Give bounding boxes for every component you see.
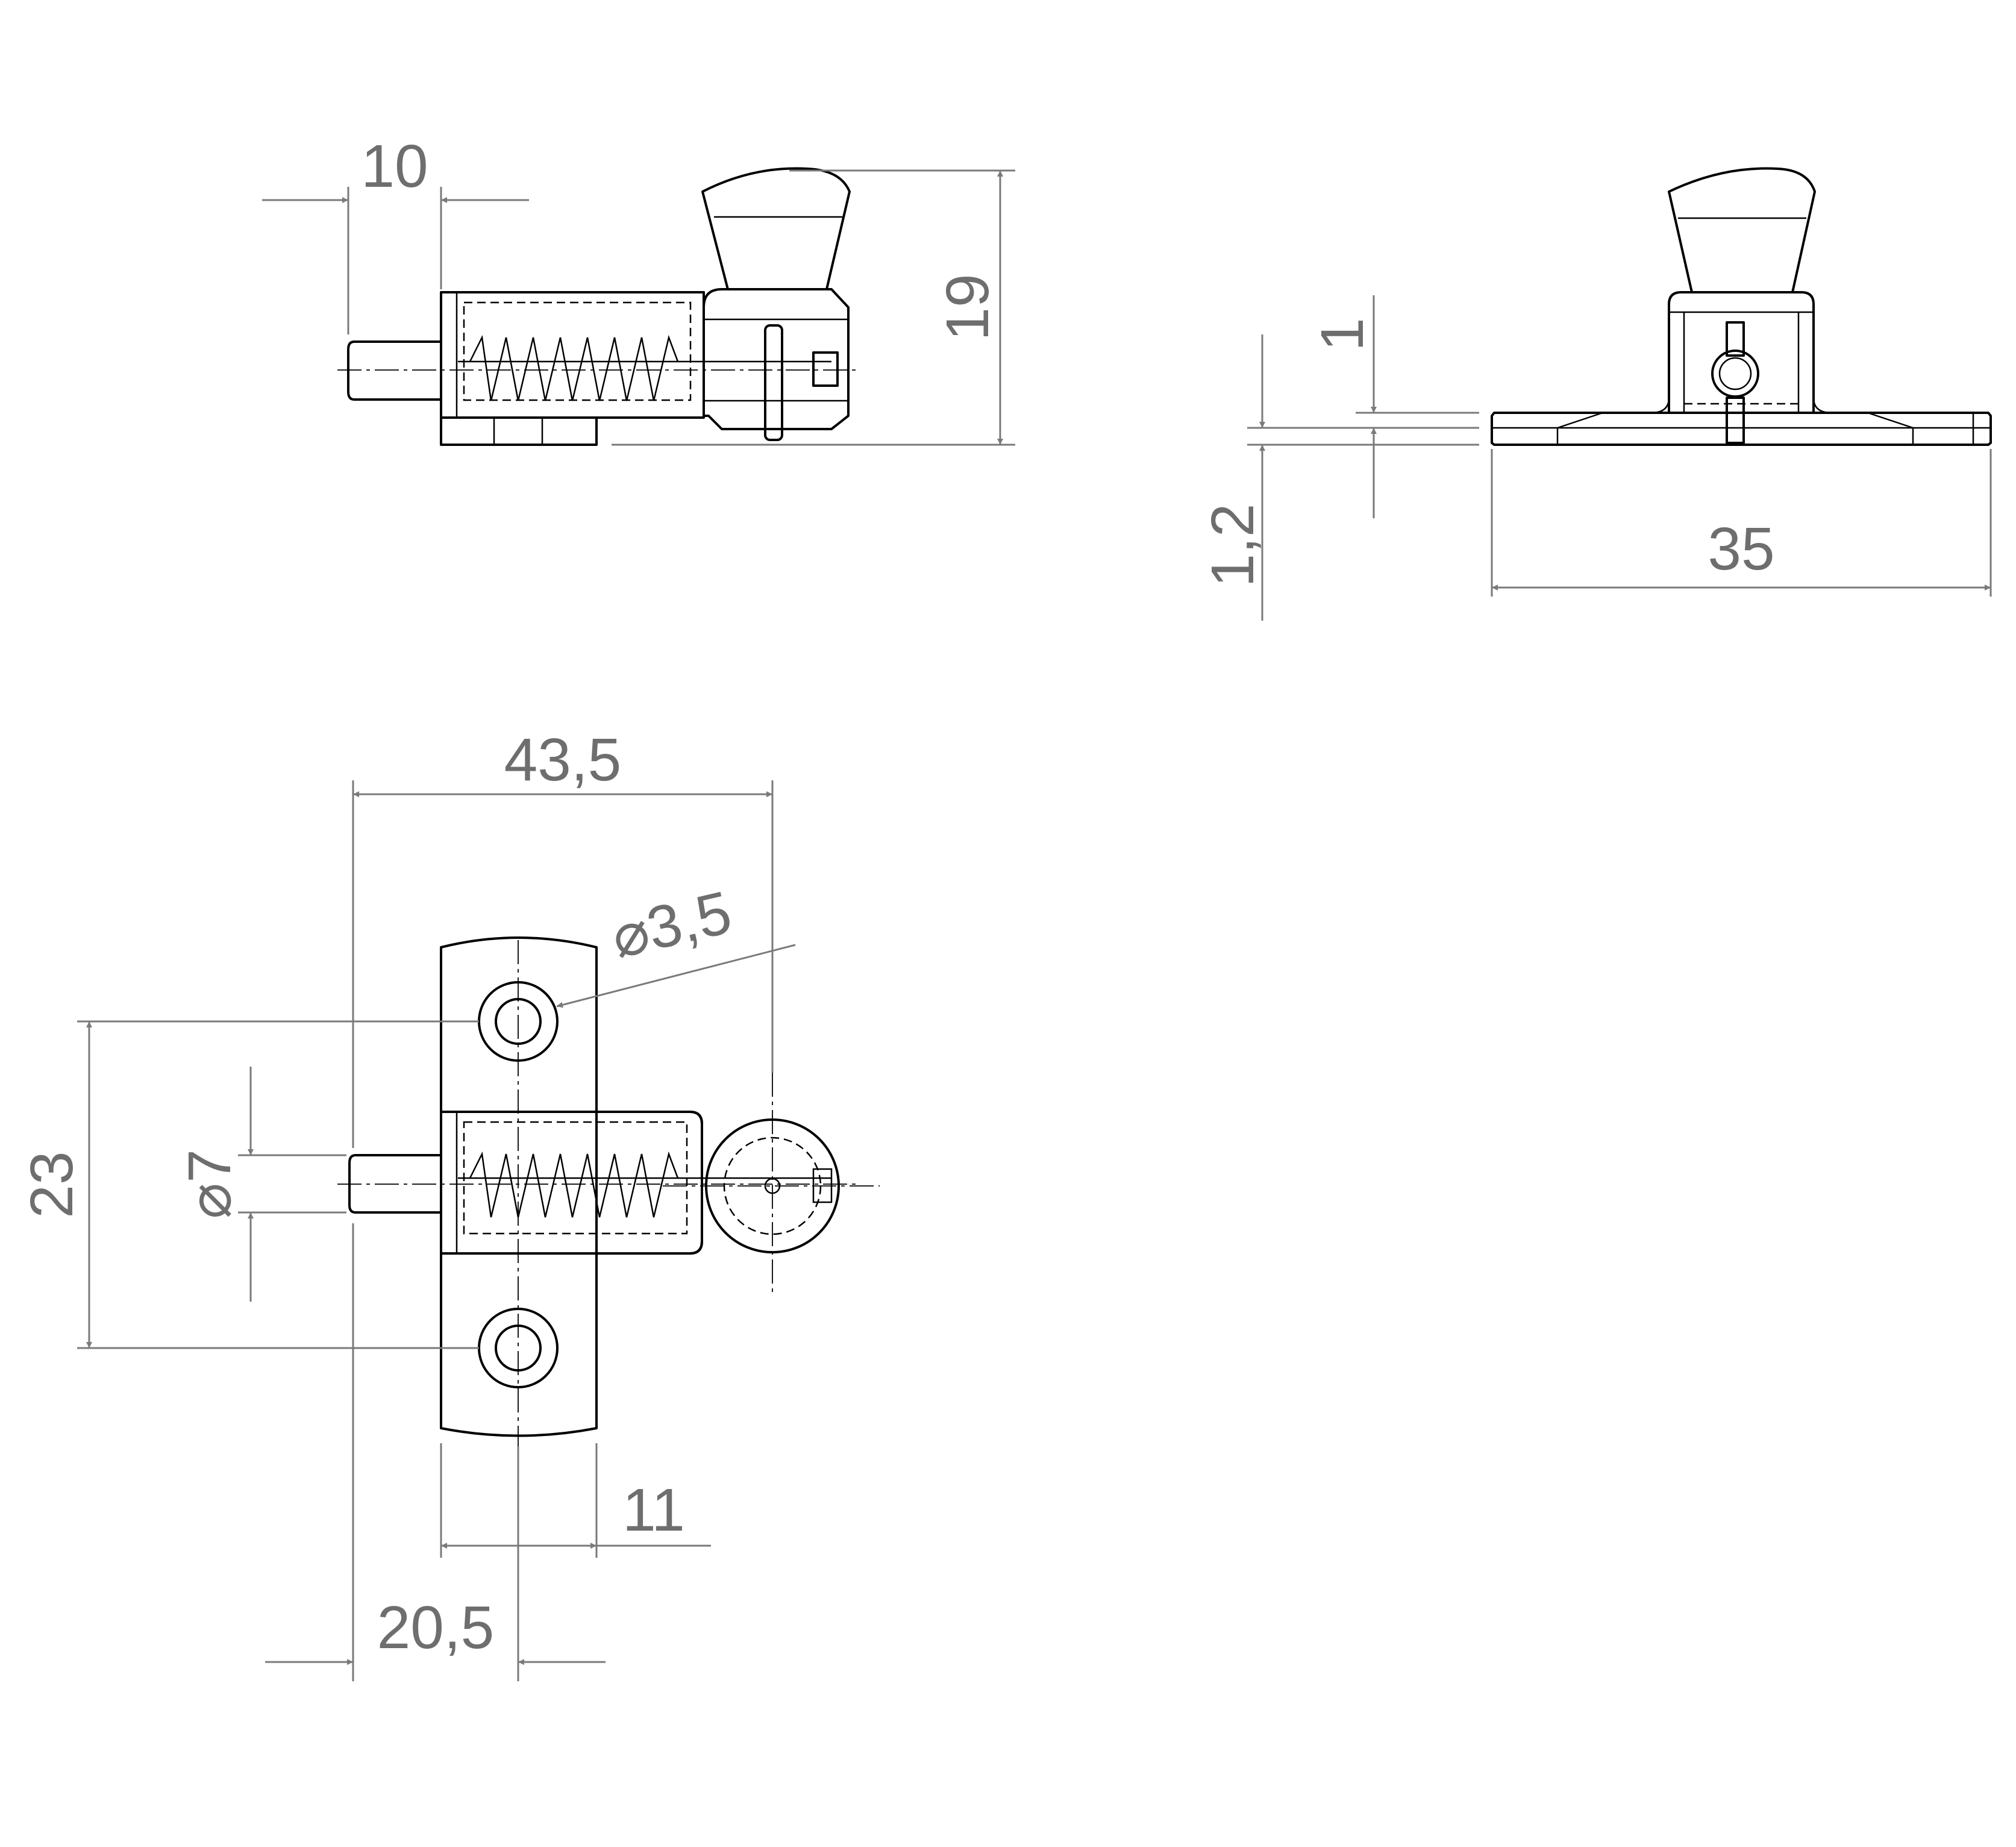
dim-top-plate-width: 11 bbox=[622, 1476, 685, 1544]
end-knob-cap bbox=[1668, 167, 1816, 293]
dim-end-12: 1,2 bbox=[1199, 503, 1266, 587]
side-pin bbox=[764, 324, 783, 441]
dim-side-height: 19 bbox=[934, 274, 1001, 340]
end-base-plate bbox=[1491, 412, 1992, 446]
dim-side-length: 10 bbox=[361, 133, 428, 200]
side-view: 10 19 bbox=[262, 133, 1015, 446]
dim-top-hole-spacing: 23 bbox=[18, 1151, 86, 1218]
end-pin-bottom bbox=[1726, 397, 1745, 444]
side-spring bbox=[469, 334, 679, 401]
dim-top-bolt-diameter: ⌀7 bbox=[176, 1149, 243, 1219]
side-base-plate bbox=[440, 416, 598, 446]
top-view: 43,5 ⌀3,5 23 ⌀7 11 20,5 bbox=[18, 726, 880, 1681]
dim-top-overall: 43,5 bbox=[504, 726, 622, 794]
side-knob-body bbox=[703, 288, 850, 430]
dim-end-1: 1 bbox=[1309, 318, 1376, 351]
diameter-icon: ⌀ bbox=[176, 1183, 243, 1219]
side-housing-hidden bbox=[463, 301, 692, 401]
side-pin-slot bbox=[812, 351, 839, 387]
side-knob-cap bbox=[701, 167, 851, 290]
dim-top-offset: 20,5 bbox=[377, 1594, 495, 1661]
dim-end-width: 35 bbox=[1708, 515, 1774, 583]
top-spring bbox=[469, 1151, 679, 1218]
side-bolt-stub bbox=[347, 340, 442, 401]
top-bolt bbox=[348, 1154, 442, 1214]
end-view: 1 1,2 35 bbox=[1199, 167, 1992, 621]
top-mount-plate bbox=[440, 936, 598, 1437]
dim-top-hole-diameter: ⌀3,5 bbox=[606, 878, 737, 971]
end-pin-top bbox=[1726, 321, 1745, 357]
